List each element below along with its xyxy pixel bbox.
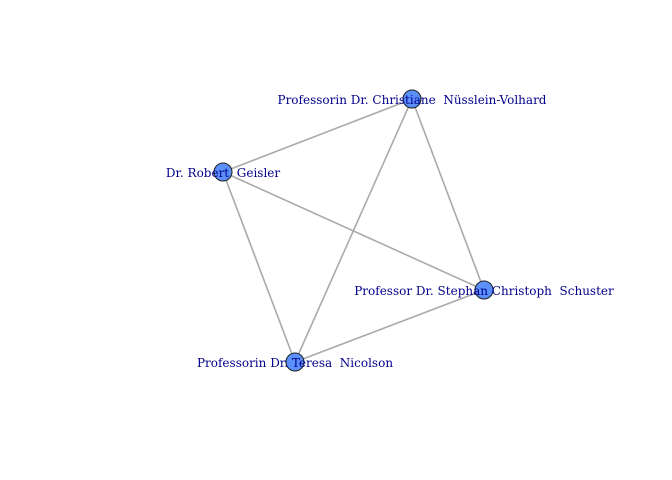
node-label-n4: Professorin Dr. Teresa Nicolson	[197, 356, 393, 370]
node-label-n1: Professorin Dr. Christiane Nüsslein-Volh…	[278, 93, 547, 107]
node-n1	[402, 89, 422, 109]
edge-n3-n4	[294, 289, 485, 363]
edge-n2-n3	[222, 171, 485, 291]
nodes-layer	[213, 89, 494, 372]
node-label-n2: Dr. Robert Geisler	[166, 166, 281, 180]
edges-layer	[222, 98, 485, 363]
node-n3	[474, 280, 494, 300]
node-n2	[213, 162, 233, 182]
node-n4	[285, 352, 305, 372]
edge-n1-n2	[222, 98, 413, 173]
labels-layer: Professorin Dr. Christiane Nüsslein-Volh…	[166, 93, 614, 370]
node-label-n3: Professor Dr. Stephan Christoph Schuster	[354, 284, 614, 298]
edge-n1-n3	[411, 98, 485, 291]
edge-n2-n4	[222, 171, 296, 363]
